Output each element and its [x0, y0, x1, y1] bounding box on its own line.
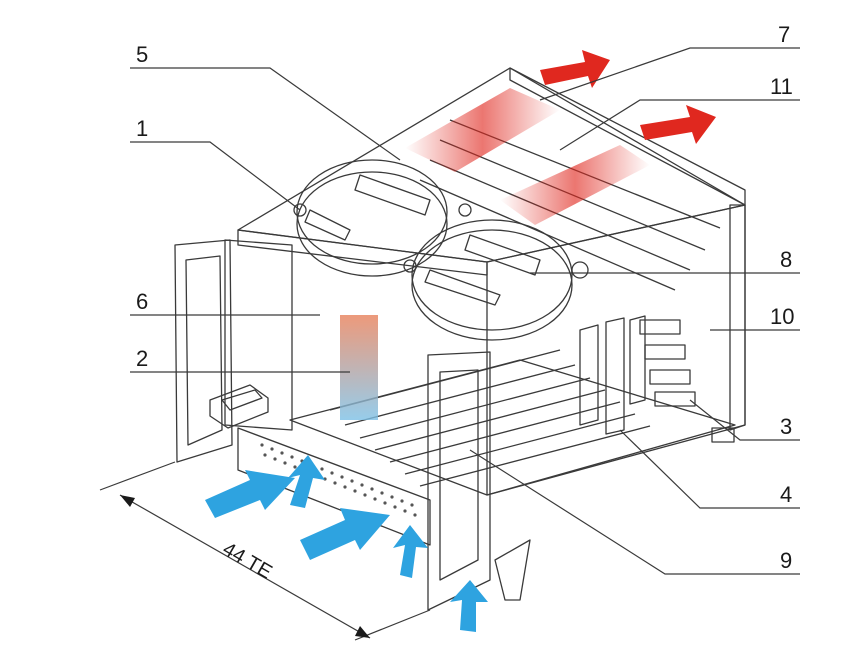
hot-air-zones — [340, 88, 650, 420]
front-air-inlet-panel — [237, 427, 431, 546]
right-side-wall — [486, 204, 746, 496]
front-left-door — [174, 239, 233, 463]
plug-in-boards — [579, 315, 646, 435]
mixed-air-column — [340, 315, 378, 420]
callout-3: 3 — [780, 414, 792, 439]
callout-9: 9 — [780, 548, 792, 573]
callout-7: 7 — [778, 22, 790, 47]
left-side-panel — [224, 239, 293, 431]
intake-arrow-5 — [450, 580, 488, 632]
callout-6: 6 — [136, 289, 148, 314]
card-guides — [329, 349, 651, 487]
ejector-handle — [209, 384, 269, 429]
callout-1: 1 — [136, 116, 148, 141]
leader-lines — [130, 47, 800, 575]
front-right-door-window — [439, 369, 479, 581]
foot-front — [494, 539, 531, 601]
front-right-door — [427, 351, 491, 611]
front-left-door-window — [185, 255, 223, 446]
callout-8: 8 — [780, 247, 792, 272]
dimension-label: 44 TE — [219, 538, 276, 584]
intake-arrow-1 — [205, 470, 295, 518]
fan-tray — [293, 159, 589, 341]
callout-2: 2 — [136, 346, 148, 371]
callout-5: 5 — [136, 42, 148, 67]
exhaust-arrow-upper — [540, 50, 610, 88]
intake-arrow-3 — [288, 455, 325, 508]
callout-11: 11 — [770, 74, 793, 99]
intake-arrow-2 — [300, 508, 390, 560]
front-top-rail — [237, 229, 488, 276]
intake-arrows — [205, 455, 488, 632]
right-frame-post — [729, 204, 746, 431]
exhaust-arrow-lower — [640, 105, 716, 144]
fan-right — [411, 219, 573, 331]
right-slot-modules — [639, 319, 696, 407]
callout-labels: 5 1 6 2 7 11 8 10 3 4 9 — [136, 22, 794, 573]
intake-arrow-4 — [393, 525, 428, 578]
callout-4: 4 — [780, 482, 792, 507]
callout-10: 10 — [770, 304, 794, 329]
vent-holes — [260, 443, 417, 517]
exhaust-arrows — [540, 50, 716, 144]
fan-left — [296, 159, 448, 265]
